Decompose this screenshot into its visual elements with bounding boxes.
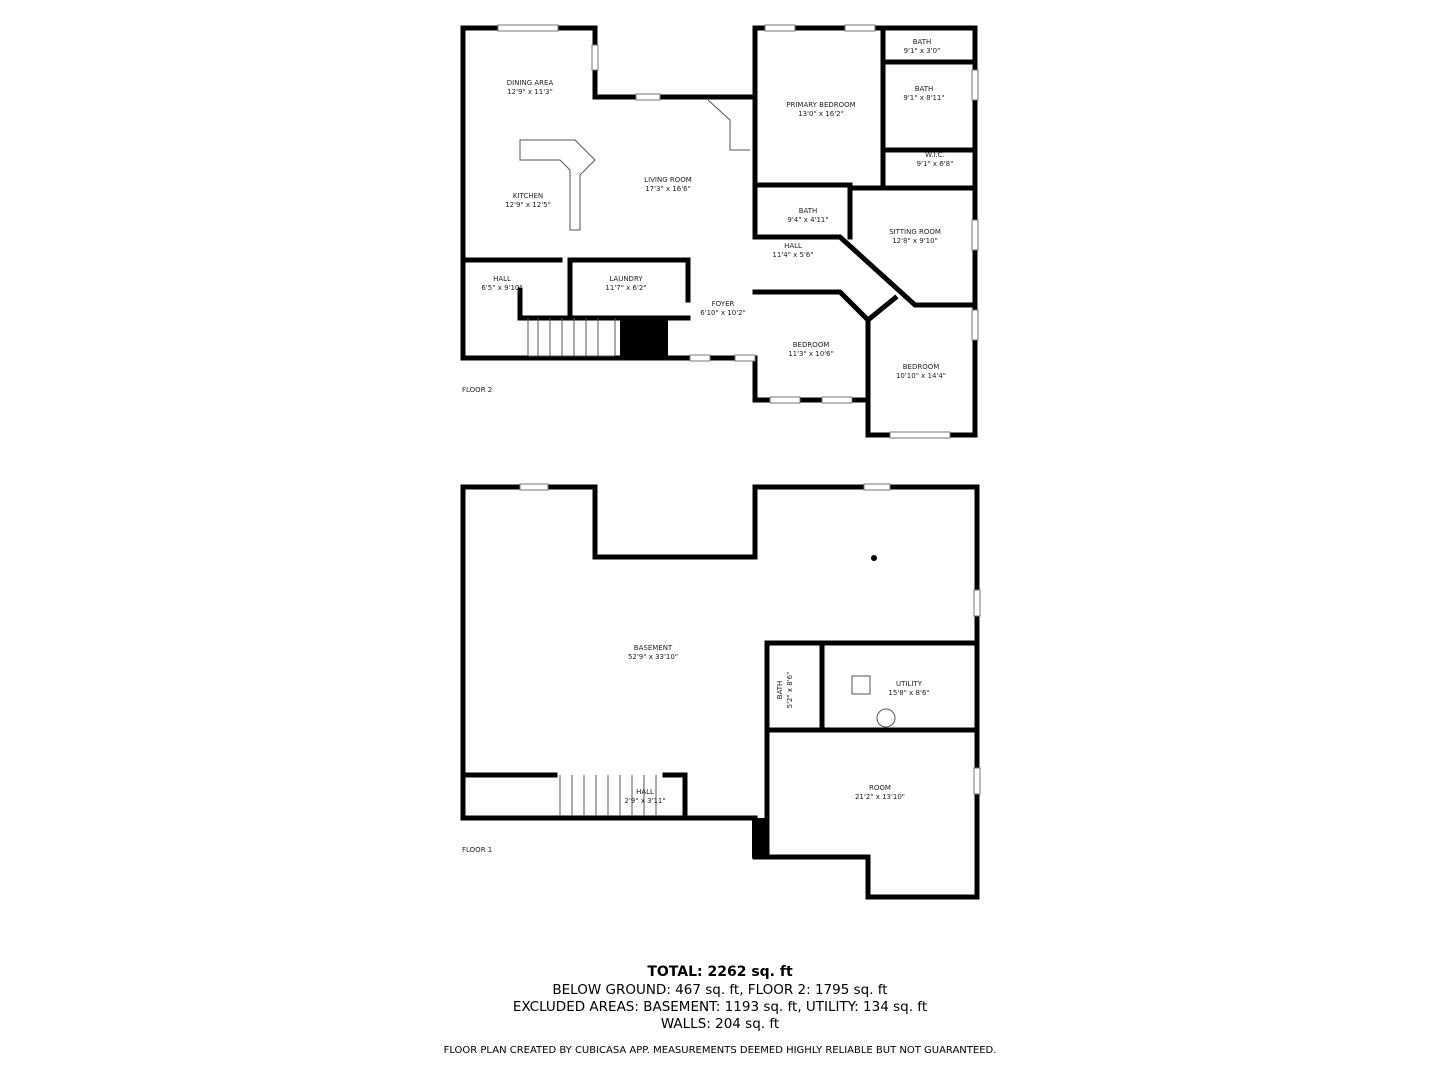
room-name: SITTING ROOM [889, 228, 941, 236]
room-dims: 9'1" x 6'8" [917, 160, 954, 168]
floor2-label: FLOOR 2 [462, 386, 492, 394]
room-name: ROOM [869, 784, 891, 792]
room-dims: 52'9" x 33'10" [628, 653, 678, 661]
floor1-walls [460, 484, 980, 900]
excluded-areas: EXCLUDED AREAS: BASEMENT: 1193 sq. ft, U… [512, 999, 928, 1015]
room-name: LAUNDRY [609, 275, 643, 283]
room-dims: 11'3" x 10'6" [788, 350, 834, 358]
room-dims: 13'0" x 16'2" [798, 110, 844, 118]
room-name: UTILITY [896, 680, 923, 688]
floor1-room-labels: BASEMENT 52'9" x 33'10" BATH 5'2" x 8'6"… [624, 644, 929, 805]
room-dims: 17'3" x 16'6" [645, 185, 691, 193]
room-name: HALL [784, 242, 802, 250]
room-dims: 11'4" x 5'6" [772, 251, 813, 259]
room-dims: 12'9" x 11'3" [507, 88, 553, 96]
room-name: BATH [915, 85, 934, 93]
room-name: FOYER [712, 300, 735, 308]
floor2-room-labels: DINING AREA 12'9" x 11'3" KITCHEN 12'9" … [481, 38, 953, 380]
room-name: BEDROOM [903, 363, 940, 371]
floor1-windows [519, 483, 981, 795]
total-area: TOTAL: 2262 sq. ft [647, 964, 793, 980]
disclaimer: FLOOR PLAN CREATED BY CUBICASA APP. MEAS… [443, 1045, 997, 1056]
room-dims: 12'8" x 9'10" [892, 237, 938, 245]
room-name: HALL [636, 788, 654, 796]
room-dims: 12'9" x 12'5" [505, 201, 551, 209]
room-dims: 2'9" x 3'11" [624, 797, 665, 805]
room-dims: 11'7" x 6'2" [605, 284, 646, 292]
room-dims: 21'2" x 13'10" [855, 793, 905, 801]
room-dims: 10'10" x 14'4" [896, 372, 946, 380]
room-dims: 6'10" x 10'2" [700, 309, 746, 317]
room-name: BATH [776, 681, 784, 700]
room-dims: 6'5" x 9'10" [481, 284, 522, 292]
room-name: BATH [913, 38, 932, 46]
room-name: KITCHEN [513, 192, 543, 200]
room-name: HALL [493, 275, 511, 283]
room-dims: 5'2" x 8'6" [786, 672, 794, 709]
room-name: BASEMENT [634, 644, 673, 652]
room-name: BATH [799, 207, 818, 215]
area-breakdown: BELOW GROUND: 467 sq. ft, FLOOR 2: 1795 … [552, 982, 888, 998]
room-dims: 15'8" x 8'6" [888, 689, 929, 697]
room-dims: 9'1" x 8'11" [903, 94, 944, 102]
room-name: PRIMARY BEDROOM [786, 101, 855, 109]
room-name: LIVING ROOM [644, 176, 692, 184]
room-name: W.I.C. [925, 151, 945, 159]
floor1-label: FLOOR 1 [462, 846, 492, 854]
floor2-windows [497, 24, 979, 439]
room-name: BEDROOM [793, 341, 830, 349]
walls-area: WALLS: 204 sq. ft [660, 1016, 780, 1032]
room-dims: 9'4" x 4'11" [787, 216, 828, 224]
room-dims: 9'1" x 3'0" [904, 47, 941, 55]
room-name: DINING AREA [507, 79, 554, 87]
